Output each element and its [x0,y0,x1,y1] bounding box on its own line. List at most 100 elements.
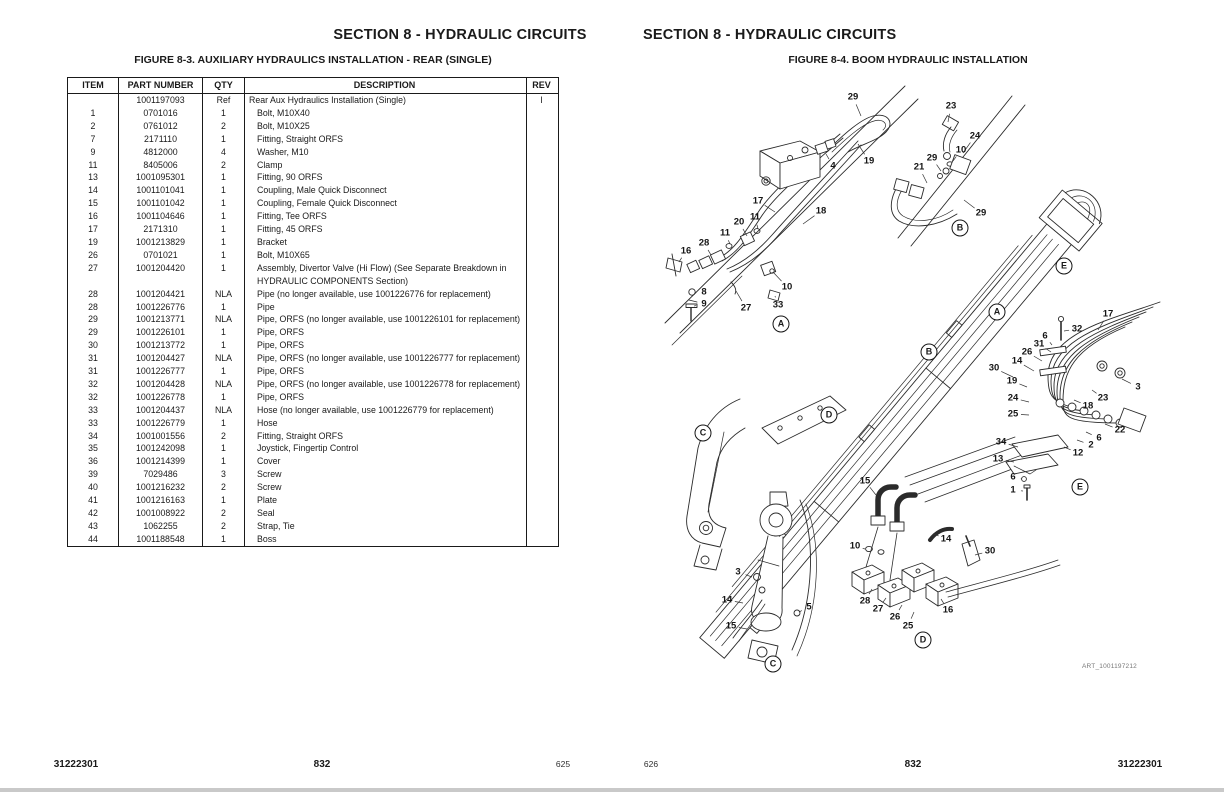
leader-line [1063,329,1070,332]
view-letter-C: C [764,655,782,673]
cell-desc: Pipe, ORFS (no longer available, use 100… [244,352,526,366]
cell-part: 1001216163 [118,494,202,507]
callout-15: 15 [725,620,737,632]
boom-base-pivot [686,398,746,571]
cell-qty: 1 [202,390,244,404]
cell-qty: 1 [202,106,244,120]
cell-desc: Pipe (no longer available, use 100122677… [244,287,526,301]
cell-part: 0761012 [118,119,202,133]
callout-3: 3 [735,566,741,578]
callout-6: 6 [1010,471,1016,483]
callout-30: 30 [984,545,996,557]
leader-line [1049,342,1053,346]
footer-doc-number-right: 31222301 [1117,759,1163,770]
cell-rev [526,403,556,417]
cell-item: 31 [88,353,98,364]
cell-part: 1001226778 [118,390,202,404]
leader-line [1063,446,1071,451]
leader-line [1020,414,1030,416]
cell-rev [526,352,556,366]
callout-10: 10 [955,144,967,156]
view-letter-C: C [694,424,712,442]
hose-assembly-b [890,95,1026,247]
col-header-qty: QTY [202,78,244,93]
callout-15: 15 [859,475,871,487]
cell-qty: 1 [202,532,244,546]
leader-line [868,588,873,595]
callout-26: 26 [889,611,901,623]
leader-line [707,249,712,256]
clamp-detail-d [851,436,1061,608]
cell-rev [526,106,556,120]
cell-part: 1001188548 [118,532,202,546]
cell-qty: 1 [202,455,244,469]
cell-rev [526,377,556,391]
cell-part: 1001213771 [118,313,202,327]
footer-page-left: 625 [555,759,571,769]
cell-desc: Fitting, Straight ORFS [244,132,526,146]
cell-part: 1001226779 [118,416,202,430]
leader-line [734,601,744,604]
cell-qty: 1 [202,300,244,314]
cell-qty: NLA [202,403,244,417]
leader-line [1076,439,1084,443]
leader-line [756,224,759,230]
callout-10: 10 [781,281,793,293]
leader-line [727,240,731,245]
cell-desc: Hose (no longer available, use 100122677… [244,403,526,417]
cell-desc: Screw [244,468,526,482]
cell-item: 28 [88,301,98,312]
callout-1: 1 [1010,484,1016,496]
cell-desc: Pipe, ORFS [244,339,526,353]
callout-11: 11 [749,211,761,223]
cell-item: 35 [88,443,98,454]
leader-line [1005,460,1015,463]
callout-29: 29 [847,91,859,103]
callout-28: 28 [698,237,710,249]
callout-24: 24 [969,130,981,142]
cell-item: 11 [88,159,98,170]
cell-rev [526,429,556,443]
callout-31: 31 [1033,338,1045,350]
callout-8: 8 [701,286,707,298]
cell-part: 1001104646 [118,210,202,224]
cell-desc: Pipe [244,300,526,314]
leader-line [745,574,753,578]
cell-qty: 1 [202,171,244,185]
cell-qty: 1 [202,197,244,211]
cell-rev [526,132,556,146]
cell-qty: 1 [202,223,244,236]
view-letter-E: E [1055,257,1073,275]
cell-item: 32 [88,391,98,402]
callout-28: 28 [859,595,871,607]
callout-14: 14 [721,594,733,606]
cell-part: 0701021 [118,248,202,262]
leader-line [910,611,915,619]
callout-16: 16 [942,604,954,616]
leader-line [869,487,877,496]
cell-rev [526,519,556,533]
callout-29: 29 [975,207,987,219]
scan-edge-strip [0,788,1224,792]
cell-rev [526,287,556,301]
cell-part: 1001001556 [118,429,202,443]
callout-27: 27 [740,302,752,314]
leader-line [1008,443,1019,448]
leader-line [735,290,743,302]
callout-33: 33 [772,299,784,311]
callout-5: 5 [806,601,812,613]
leader-line [947,113,950,123]
cell-qty: 1 [202,132,244,146]
callout-30: 30 [988,362,1000,374]
cell-desc: Fitting, Straight ORFS [244,429,526,443]
